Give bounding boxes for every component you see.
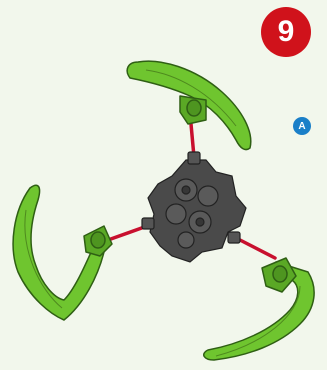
arm-piece-right bbox=[204, 258, 314, 360]
part-marker-a: A bbox=[293, 117, 311, 135]
assembly-line-right bbox=[240, 240, 275, 258]
hub-connector bbox=[142, 152, 246, 262]
arm-piece-left bbox=[13, 185, 112, 320]
step-number-badge: 9 bbox=[261, 7, 311, 57]
arm-piece-top bbox=[127, 61, 251, 149]
